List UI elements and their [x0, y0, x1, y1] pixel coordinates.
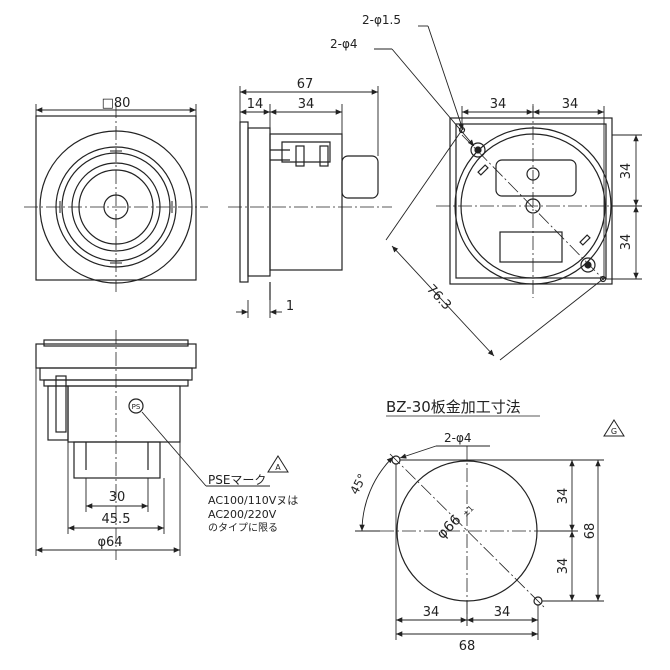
panel-horizontal-left-label: 34 [423, 605, 440, 620]
side-flange-depth-label: 14 [247, 97, 264, 112]
panel-angle-label: 45° [347, 471, 369, 496]
warning-triangle-icon-2: G [603, 419, 625, 437]
bottom-width-30-label: 30 [109, 490, 126, 505]
svg-text:G: G [611, 427, 617, 436]
panel-horizontal-total-label: 68 [459, 639, 476, 654]
bottom-width-45-5-label: 45.5 [102, 512, 131, 527]
panel-vertical-bottom-label: 34 [556, 558, 571, 575]
pse-mark-icon [128, 398, 144, 414]
warning-triangle-icon: A [267, 455, 289, 473]
panel-tolerance-label: ±1 [461, 504, 476, 519]
panel-cutout [380, 446, 556, 620]
bottom-view-terminal [73, 441, 161, 479]
side-view-flange [239, 121, 249, 283]
panel-cutout-dimensions [355, 445, 604, 640]
svg-text:PS: PS [132, 403, 141, 411]
side-body-depth-label: 34 [298, 97, 315, 112]
panel-horizontal-right-label: 34 [494, 605, 511, 620]
panel-vertical-top-label: 34 [556, 488, 571, 505]
front-view [24, 104, 208, 292]
panel-vertical-total-label: 68 [583, 523, 598, 540]
rear-mount-hole-label: 2-φ4 [330, 37, 358, 51]
rear-view-terminal-block [495, 159, 577, 197]
bottom-dimensions [35, 368, 270, 556]
rear-view-mount-hole-1 [470, 142, 486, 158]
svg-text:A: A [275, 463, 281, 472]
side-panel-thickness-label: 1 [286, 299, 294, 314]
rear-half-height-top: 34 [619, 163, 634, 180]
bottom-view-body [67, 385, 181, 443]
side-view-terminal [341, 155, 379, 199]
rear-diagonal-label: 76.3 [423, 282, 454, 313]
rear-half-height-bottom: 34 [619, 234, 634, 251]
front-width-dimension [35, 104, 197, 116]
side-view [228, 121, 392, 300]
rear-view-mount-hole-2 [580, 257, 596, 273]
pse-note-title: PSEマーク [208, 473, 266, 487]
rear-half-width-right: 34 [562, 97, 579, 112]
rear-view-label-plate [499, 231, 563, 263]
side-view-body [269, 133, 343, 271]
panel-cutout-title: BZ-30板金加工寸法 [386, 398, 521, 416]
rear-view-outline [449, 117, 613, 285]
rear-screw-hole-label: 2-φ1.5 [362, 13, 401, 27]
side-overall-depth-label: 67 [297, 77, 314, 92]
rear-view [436, 104, 630, 298]
bottom-diameter-64-label: φ64 [97, 535, 122, 550]
panel-hole-label: 2-φ4 [444, 431, 472, 445]
pse-note-line3: のタイプに限る [208, 522, 278, 534]
pse-note-line1: AC100/110Vヌは [208, 494, 298, 507]
side-dimensions [236, 86, 379, 318]
rear-dimensions [374, 25, 642, 361]
pse-note-line2: AC200/220V [208, 508, 277, 521]
rear-half-width-left: 34 [490, 97, 507, 112]
panel-diameter-label: φ66 [434, 512, 465, 543]
front-width-label: □80 [102, 96, 131, 111]
